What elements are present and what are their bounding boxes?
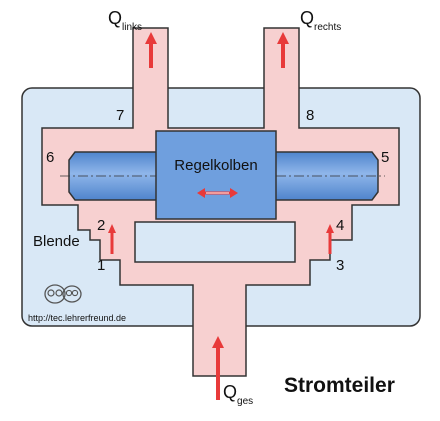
piston-body	[155, 130, 277, 220]
arrow-q-rechts	[277, 32, 289, 68]
orifice-label: Blende	[33, 233, 80, 250]
arrow-orifice-right	[326, 224, 334, 254]
position-1: 1	[97, 257, 105, 274]
watermark-url: http://tec.lehrerfreund.de	[28, 313, 126, 323]
position-3: 3	[336, 257, 344, 274]
arrow-q-ges	[212, 336, 224, 400]
position-5: 5	[381, 149, 389, 166]
label-q-links-sub: links	[122, 22, 142, 33]
position-6: 6	[46, 149, 54, 166]
piston-motion-arrow	[197, 188, 238, 198]
piston-label: Regelkolben	[174, 157, 257, 174]
label-q-links: Qlinks	[108, 8, 142, 33]
position-8: 8	[306, 107, 314, 124]
position-7: 7	[116, 107, 124, 124]
housing-core	[134, 221, 296, 263]
label-q-ges: Qges	[223, 382, 253, 407]
arrow-q-links	[145, 32, 157, 68]
label-q-rechts-main: Q	[300, 8, 314, 28]
position-2: 2	[97, 217, 105, 234]
position-4: 4	[336, 217, 344, 234]
arrow-orifice-left	[108, 224, 116, 254]
diagram-title: Stromteiler	[284, 374, 395, 397]
label-q-links-main: Q	[108, 8, 122, 28]
label-q-rechts: Qrechts	[300, 8, 341, 33]
label-q-rechts-sub: rechts	[314, 22, 341, 33]
label-q-ges-sub: ges	[237, 396, 253, 407]
owl-logo-icon	[44, 284, 82, 304]
label-q-ges-main: Q	[223, 382, 237, 402]
